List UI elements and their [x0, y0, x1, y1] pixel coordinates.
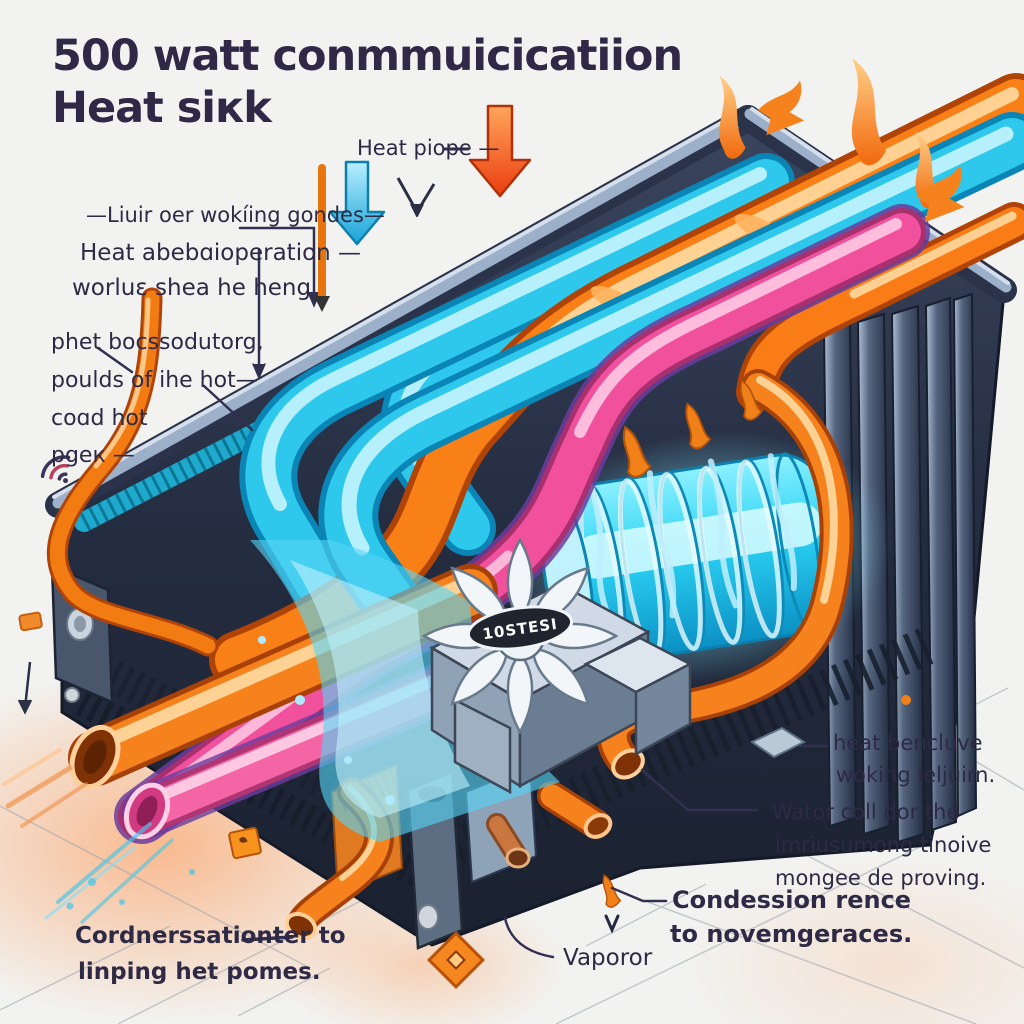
page-title: 500 watt conmmuicicatiion Heat siкk: [52, 30, 683, 135]
label-condenser-1: Cordnerssationter to: [75, 923, 346, 949]
testes-badge: 10STESI: [466, 605, 574, 651]
label-heat-valve-2: woking leljuirn.: [836, 763, 996, 787]
screw-rivet: [417, 904, 439, 930]
pipes: [46, 73, 1024, 940]
label-hot-pipe-3: coɑd hot: [51, 406, 148, 431]
pipe-cyan-mid: [239, 153, 795, 611]
pipe-copper-stub: [486, 813, 531, 869]
title-line1: 500 watt conmmuicicatiion: [52, 31, 683, 81]
water-drips: [588, 453, 797, 625]
orange-chip-marker: [18, 611, 43, 632]
fan-emblem: 10STESI: [421, 537, 693, 795]
leader-lines: [96, 147, 829, 959]
label-heat-pipe: Heat piope —: [357, 136, 500, 160]
flames: [602, 57, 965, 934]
label-condensation-2: to novemgeraces.: [670, 920, 913, 948]
screw-rivet: [64, 687, 80, 703]
label-hot-pipe-4: pgeк —: [51, 443, 135, 468]
title-line2: Heat siкk: [52, 83, 272, 134]
label-heat-absorption-1: Heat abebɑioperation —: [80, 240, 362, 266]
label-hot-pipe-1: phet bocssodutorg,: [51, 330, 264, 355]
blue-down-arrow-icon: [328, 160, 386, 246]
pipe-orange-thin: [46, 287, 219, 657]
label-condenser-2: linping het pomes.: [78, 959, 321, 985]
orange-dot-marker: [901, 695, 911, 705]
orange-square-marker: [228, 826, 262, 860]
label-water-coil-3: mongee de proving.: [775, 866, 987, 890]
label-heat-absorption-2: worluɛ shea he heng: [72, 275, 312, 301]
steel-parallelogram-marker: [749, 726, 807, 759]
pipe-orange-stub: [537, 781, 613, 839]
label-vapor: Vaporor: [563, 945, 653, 971]
label-condensation-1: Condession rence: [672, 886, 912, 914]
red-down-arrow-icon: [468, 104, 532, 198]
label-water-coil-2: imriusumong tinoive: [775, 833, 992, 857]
label-water-coil-1: Wator coll dor the: [772, 800, 960, 824]
vapor-v-arrow-icon: [604, 914, 620, 934]
left-down-arrow-icon: [17, 661, 33, 715]
label-hot-pipe-2: poulds of ihe hot—: [51, 368, 258, 393]
label-heat-valve-1: heat bencluve: [833, 731, 983, 755]
orange-diamond-marker: [427, 931, 485, 989]
direction-arrows: [328, 104, 532, 246]
chevron-pointer-icon: [396, 177, 436, 217]
label-working-gases: —Liuir oer wokíing gondes—: [86, 203, 385, 227]
markers: [17, 455, 911, 989]
spray-streaks: [2, 748, 195, 924]
wifi-icon: [40, 455, 71, 484]
